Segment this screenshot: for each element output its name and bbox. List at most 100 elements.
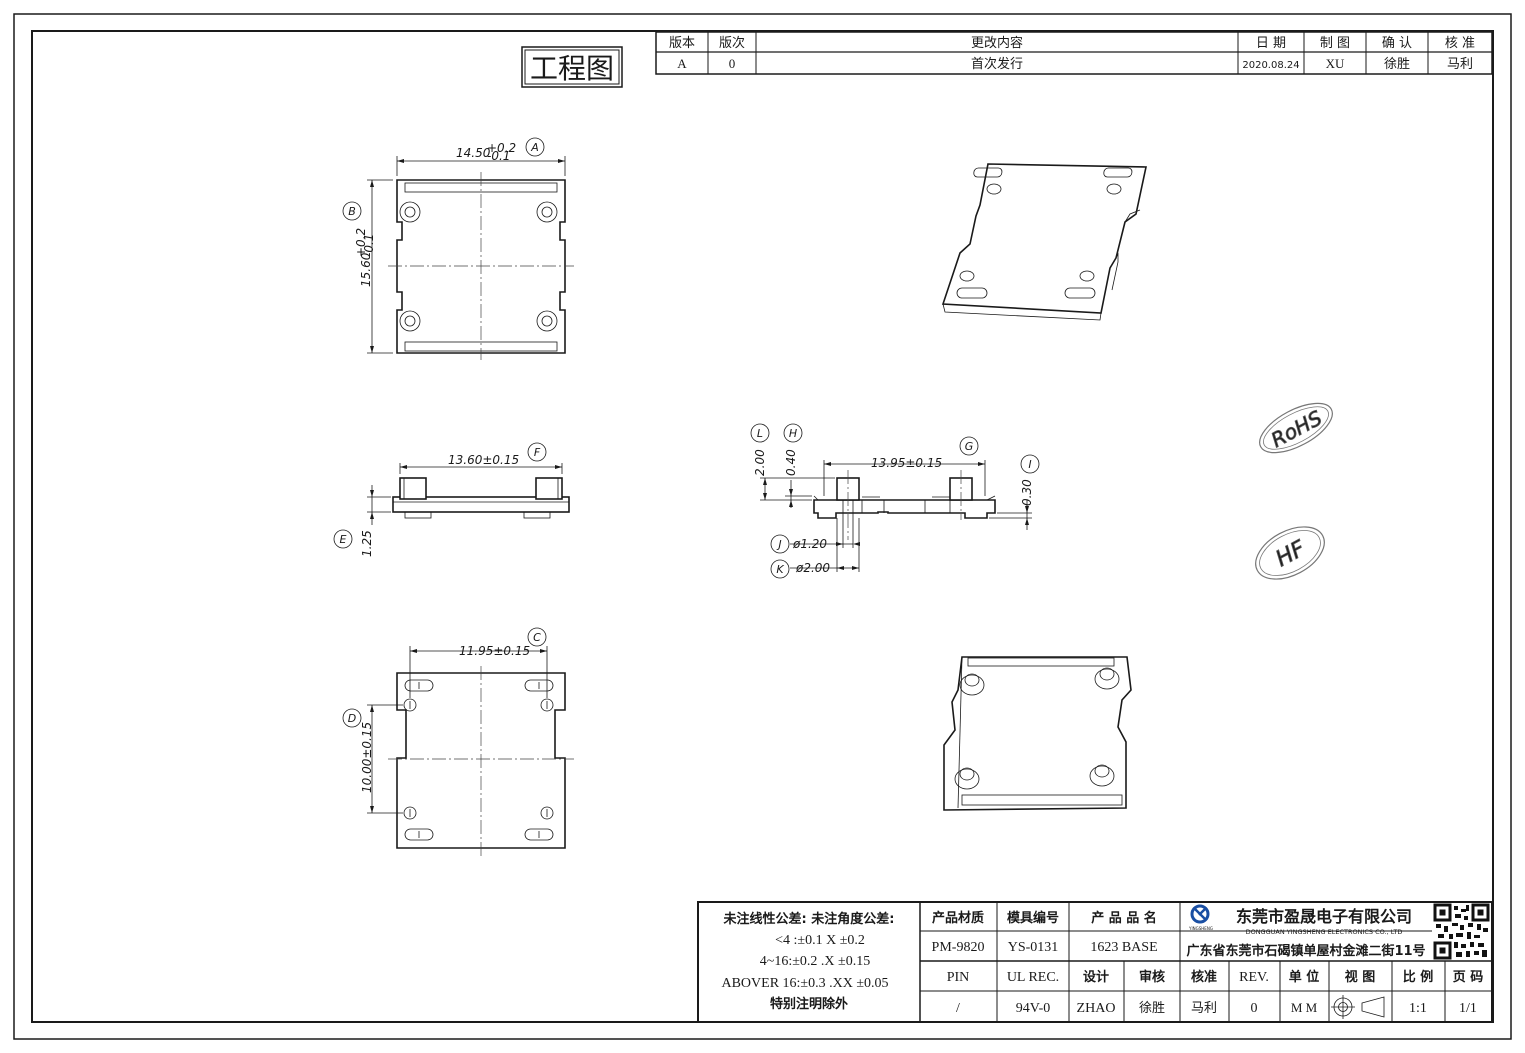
mold-value: YS-0131 xyxy=(1008,940,1059,955)
balloon-H: H xyxy=(783,423,803,443)
dim-B-tol-minus: -0.1 xyxy=(362,234,376,257)
slot xyxy=(404,679,434,692)
outer-border xyxy=(13,13,1512,1040)
isometric-view-bottom xyxy=(943,656,1132,811)
bottom-view: 11.95±0.15 C 10.00±0.15 D xyxy=(342,627,574,856)
rev-header-change: 更改内容 xyxy=(971,35,1023,51)
balloon-K: K xyxy=(770,559,790,579)
dim-K-value: ø2.00 xyxy=(795,561,830,575)
mounting-hole xyxy=(536,310,558,332)
balloon-G: G xyxy=(959,436,979,456)
pin-hole xyxy=(540,698,554,712)
top-view: 14.50 +0.2 -0.1 A 15.60 +0.2 -0.1 B xyxy=(342,137,574,360)
dim-L-value: 2.00 xyxy=(753,449,767,476)
design-label: 设计 xyxy=(1083,969,1109,985)
rev-value-drawn: XU xyxy=(1326,56,1345,71)
pin-hole xyxy=(540,806,554,820)
boss xyxy=(1089,764,1115,787)
rev-header-version: 版本 xyxy=(669,36,695,51)
pin-value: / xyxy=(956,1001,960,1016)
hf-mark: HF xyxy=(1255,526,1325,580)
dim-A-tol-plus: +0.2 xyxy=(487,141,516,155)
dim-B-tol-plus: +0.2 xyxy=(354,228,368,257)
svg-text:B: B xyxy=(348,205,356,218)
dim-B-value: 15.60 xyxy=(359,252,373,287)
rev-value-version: A xyxy=(677,56,687,71)
tolerance-line-1: 未注线性公差: 未注角度公差: xyxy=(723,911,895,927)
mounting-hole xyxy=(399,310,421,332)
svg-text:RoHS: RoHS xyxy=(1267,406,1326,453)
svg-text:I: I xyxy=(1028,458,1031,471)
product-value: 1623 BASE xyxy=(1090,940,1157,955)
dim-E-value: 1.25 xyxy=(360,530,374,557)
svg-text:HF: HF xyxy=(1272,536,1310,572)
page-label: 页 码 xyxy=(1453,970,1484,985)
rev-value-confirm: 徐胜 xyxy=(1384,57,1410,72)
pin-hole xyxy=(403,698,417,712)
slot xyxy=(524,679,554,692)
projection-symbol-icon xyxy=(1331,995,1385,1019)
rev-value-date: 2020.08.24 xyxy=(1242,60,1299,71)
design-value: ZHAO xyxy=(1077,1001,1116,1016)
boss xyxy=(959,673,985,696)
balloon-J: J xyxy=(770,534,790,554)
inner-border xyxy=(31,30,1494,1023)
pin-label: PIN xyxy=(947,970,970,985)
company-address: 广东省东莞市石碣镇单屋村金滩二街11号 xyxy=(1186,943,1425,959)
balloon-E: E xyxy=(333,529,353,549)
dim-A-tol-minus: -0.1 xyxy=(487,149,510,163)
dim-G-value: 13.95±0.15 xyxy=(871,456,942,470)
rev-header-date: 日 期 xyxy=(1256,36,1286,51)
tolerance-line-2: <4 :±0.1 X ±0.2 xyxy=(775,933,865,948)
drawing-title-box: 工程图 xyxy=(521,46,623,88)
review-label: 审核 xyxy=(1139,969,1165,985)
dim-J-value: ø1.20 xyxy=(792,537,827,551)
view-label: 视 图 xyxy=(1345,969,1376,985)
pin-hole xyxy=(403,806,417,820)
slot xyxy=(404,828,434,841)
rohs-mark: RoHS xyxy=(1259,402,1333,454)
svg-text:E: E xyxy=(340,533,347,546)
scale-value: 1:1 xyxy=(1409,1001,1427,1016)
material-label: 产品材质 xyxy=(932,910,984,926)
material-value: PM-9820 xyxy=(932,940,985,955)
dim-I-value: 0.30 xyxy=(1020,479,1034,506)
revision-table: 版本 版次 更改内容 日 期 制 图 确 认 核 准 A 0 首次发行 2020… xyxy=(655,31,1493,75)
page-value: 1/1 xyxy=(1459,1001,1477,1016)
product-label: 产 品 品 名 xyxy=(1091,910,1157,926)
svg-text:F: F xyxy=(534,446,541,459)
rev-value-edition: 0 xyxy=(729,56,736,71)
mold-label: 模具编号 xyxy=(1007,910,1059,926)
balloon-L: L xyxy=(750,423,770,443)
balloon-A: A xyxy=(525,137,545,157)
approve-value: 马利 xyxy=(1191,1001,1217,1016)
review-value: 徐胜 xyxy=(1139,1001,1165,1016)
title-block: 未注线性公差: 未注角度公差: <4 :±0.1 X ±0.2 4~16:±0.… xyxy=(697,901,1493,1023)
rev-header-edition: 版次 xyxy=(719,35,745,51)
balloon-B: B xyxy=(342,201,362,221)
mounting-hole xyxy=(536,201,558,223)
company-name: 东莞市盈晟电子有限公司 xyxy=(1236,907,1412,926)
boss xyxy=(954,767,980,790)
company-logo-icon: YINGSHENG xyxy=(1188,904,1213,931)
dim-F-value: 13.60±0.15 xyxy=(448,453,519,467)
front-view-left: 13.60±0.15 F 1.25 E xyxy=(333,442,570,557)
scale-label: 比 例 xyxy=(1403,969,1434,985)
rev-value-change: 首次发行 xyxy=(971,56,1023,72)
dim-D-value: 10.00±0.15 xyxy=(360,722,374,793)
balloon-D: D xyxy=(342,708,362,728)
balloon-C: C xyxy=(527,627,547,647)
unit-value: M M xyxy=(1291,1000,1318,1015)
rev-value: 0 xyxy=(1251,1001,1258,1016)
slot xyxy=(524,828,554,841)
tolerance-line-3: 4~16:±0.2 .X ±0.15 xyxy=(760,954,870,969)
dim-A-value: 14.50 xyxy=(456,146,491,160)
rev-label: REV. xyxy=(1239,970,1269,985)
rev-header-confirm: 确 认 xyxy=(1382,36,1412,51)
unit-label: 单 位 xyxy=(1289,969,1320,985)
svg-text:A: A xyxy=(530,141,539,154)
mounting-hole xyxy=(399,201,421,223)
dim-C-value: 11.95±0.15 xyxy=(459,644,530,658)
boss xyxy=(1094,667,1120,690)
